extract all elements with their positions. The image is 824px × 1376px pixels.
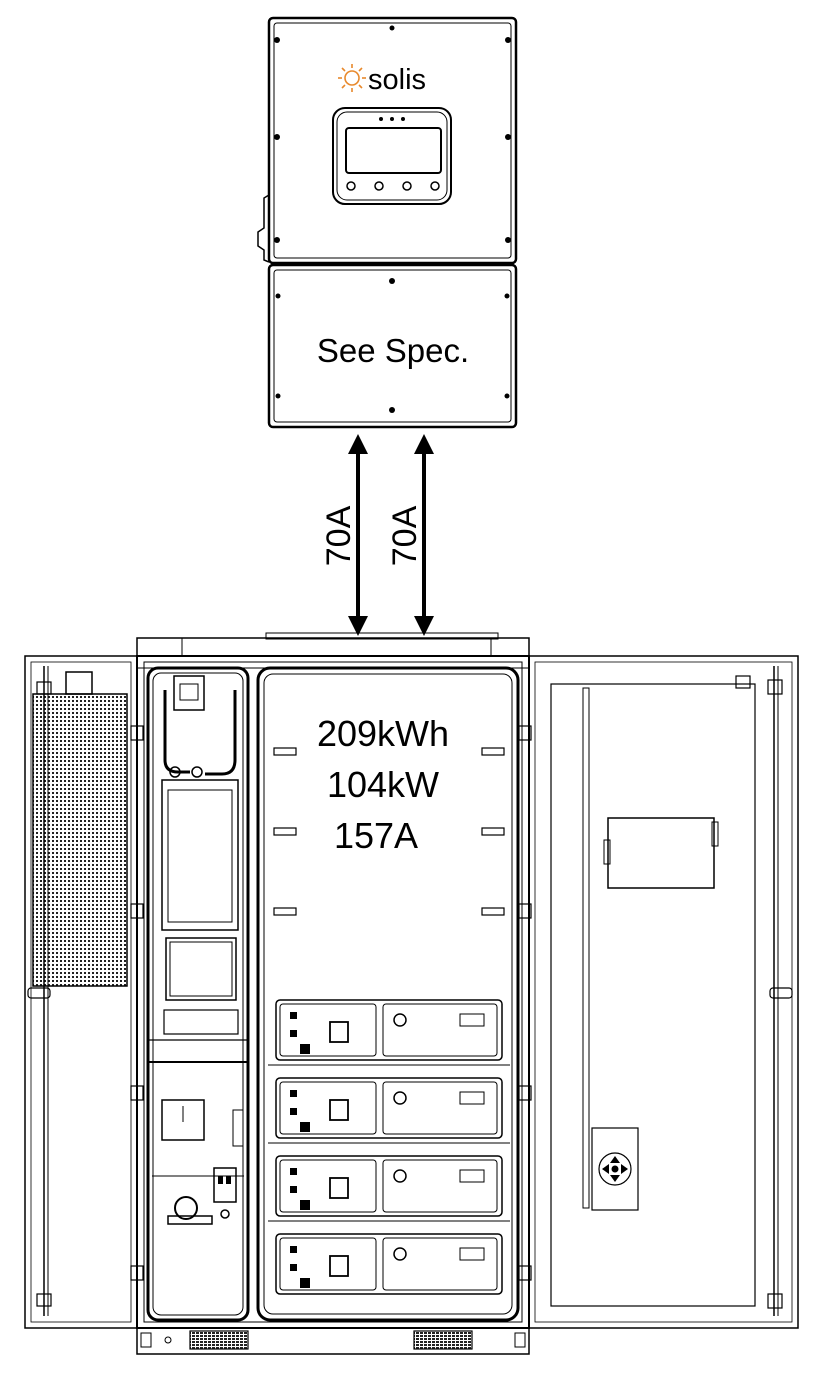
battery-module: [275, 1077, 503, 1139]
connection-current-label-2: 70A: [386, 505, 424, 566]
inverter-brand-logo: solis: [368, 64, 426, 96]
fan-icon: [591, 1127, 639, 1211]
solis-sun-icon: [338, 64, 366, 92]
left-door-filter-mesh: [32, 693, 128, 987]
cabinet-power-rating: 104kW: [327, 764, 439, 805]
inverter-lcd-screen: [345, 127, 442, 174]
base-vent-right: [413, 1330, 473, 1350]
inverter: [257, 16, 518, 429]
base-vent-left: [189, 1330, 249, 1350]
left-door: [24, 655, 138, 1329]
right-door: [528, 655, 799, 1329]
inverter-spec-label: See Spec.: [317, 332, 469, 369]
connection-current-label-1: 70A: [320, 505, 358, 566]
inverter-wiring-box: [267, 263, 518, 429]
battery-module: [275, 999, 503, 1061]
cabinet-energy-capacity: 209kWh: [317, 713, 449, 754]
inverter-upper-body: [267, 16, 518, 265]
battery-cabinet: [24, 632, 799, 1355]
battery-module: [275, 1233, 503, 1295]
cabinet-base: [136, 1327, 530, 1355]
electrical-compartment: [146, 666, 250, 1322]
inverter-display-panel: [332, 107, 452, 205]
battery-module: [275, 1155, 503, 1217]
battery-compartment: [256, 666, 520, 1322]
cabinet-current-rating: 157A: [334, 815, 418, 856]
